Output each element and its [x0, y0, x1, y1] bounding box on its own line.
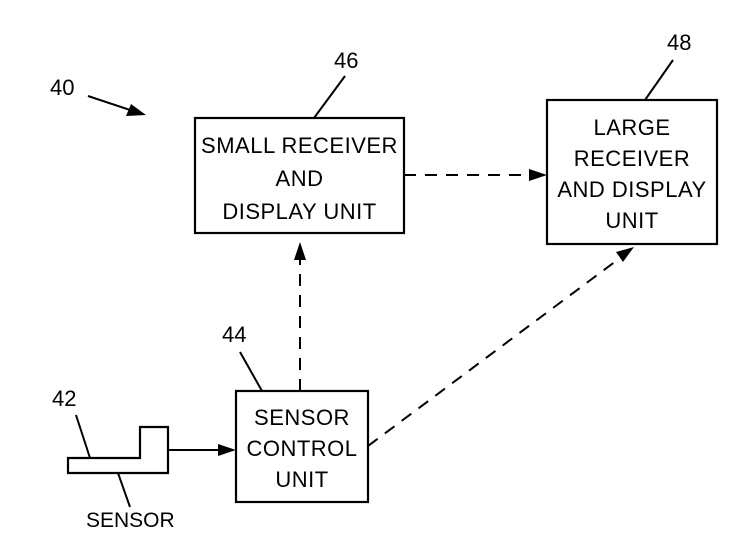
large-display-leader-line	[645, 60, 673, 100]
figure-ref-label: 40	[50, 75, 74, 100]
large-display-line-3: AND DISPLAY	[557, 177, 706, 202]
sensor-control-line-2: CONTROL	[246, 436, 357, 461]
sensor-control-ref-label: 44	[222, 322, 246, 347]
sensor-to-control-arrowhead	[218, 444, 236, 456]
sensor-control-leader-line	[240, 352, 262, 391]
sensor-control-line-1: SENSOR	[254, 405, 350, 430]
large-display-line-1: LARGE	[593, 115, 670, 140]
figure-ref-arrow-line	[88, 96, 130, 110]
large-display-line-4: UNIT	[605, 208, 658, 233]
sensor-ref-label: 42	[52, 386, 76, 411]
control-to-large-display-arrow	[368, 258, 620, 446]
figure-ref-arrowhead	[126, 104, 146, 116]
small-display-ref-label: 46	[334, 48, 358, 73]
small-display-leader-line	[314, 76, 345, 118]
sensor-control-line-3: UNIT	[275, 467, 328, 492]
control-to-small-display-arrowhead	[294, 242, 306, 260]
large-display-line-2: RECEIVER	[574, 146, 690, 171]
sensor-ref-leader-line	[76, 415, 90, 458]
sensor-caption-leader-line	[118, 473, 130, 507]
small-display-line-3: DISPLAY UNIT	[222, 199, 376, 224]
large-display-ref-label: 48	[667, 30, 691, 55]
small-display-line-1: SMALL RECEIVER	[201, 133, 398, 158]
control-to-large-display-arrowhead	[616, 247, 634, 262]
sensor-caption: SENSOR	[86, 509, 175, 532]
small-display-line-2: AND	[276, 166, 324, 191]
small-to-large-display-arrowhead	[529, 169, 547, 181]
